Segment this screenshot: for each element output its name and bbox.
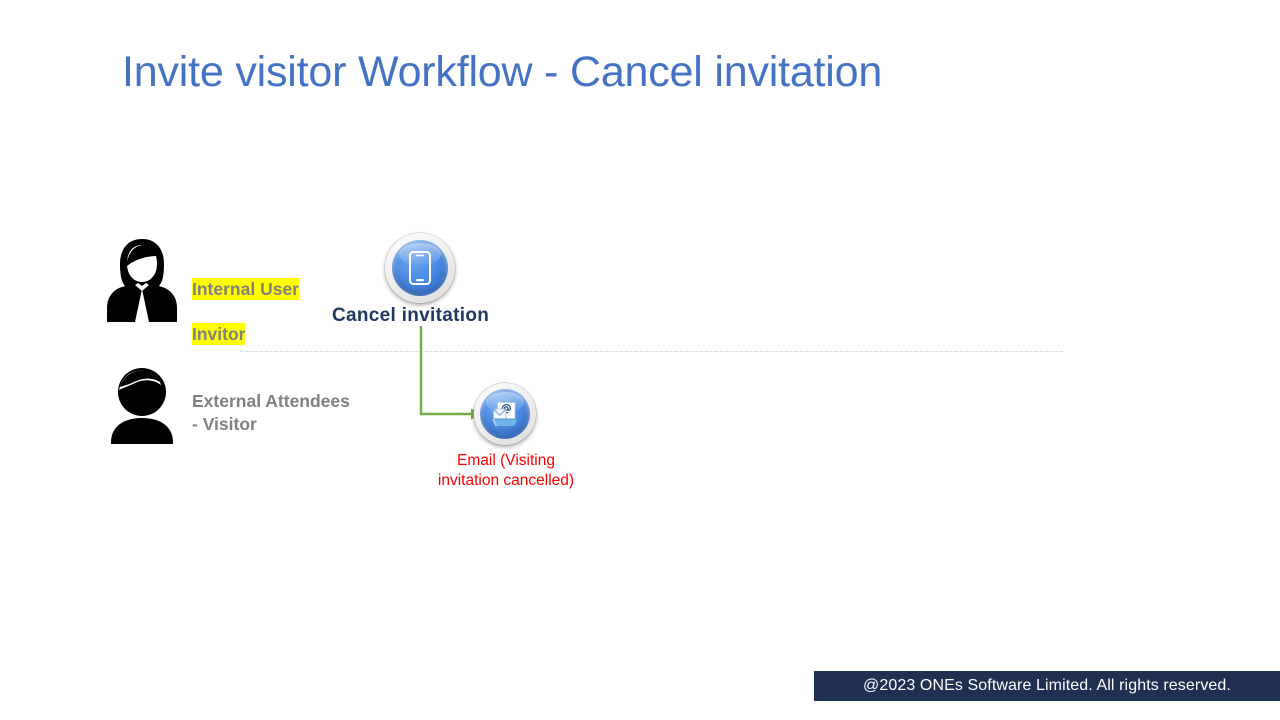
businesswoman-silhouette-icon (105, 236, 179, 324)
step-button-cancel-invitation[interactable] (385, 233, 455, 303)
lane-label-internal-line1: Internal User (192, 277, 299, 300)
lane-label-external-attendees: External Attendees - Visitor (192, 391, 350, 434)
lane-label-internal-line2: Invitor (192, 322, 246, 345)
copyright-text: @2023 ONEs Software Limited. All rights … (863, 677, 1231, 694)
swimlane-divider (240, 351, 1063, 352)
mobile-phone-icon (392, 240, 448, 296)
step-caption-email-notification: Email (Visiting invitation cancelled) (437, 452, 575, 489)
step-caption-cancel-invitation: Cancel invitation (332, 305, 490, 326)
lane-label-internal-user: Internal User Invitor (192, 255, 332, 345)
page-title: Invite visitor Workflow - Cancel invitat… (122, 48, 883, 96)
person-silhouette-icon (105, 366, 179, 444)
email-at-icon (480, 389, 530, 439)
footer-bar: @2023 ONEs Software Limited. All rights … (814, 671, 1280, 701)
step-button-email-notification[interactable] (474, 383, 536, 445)
